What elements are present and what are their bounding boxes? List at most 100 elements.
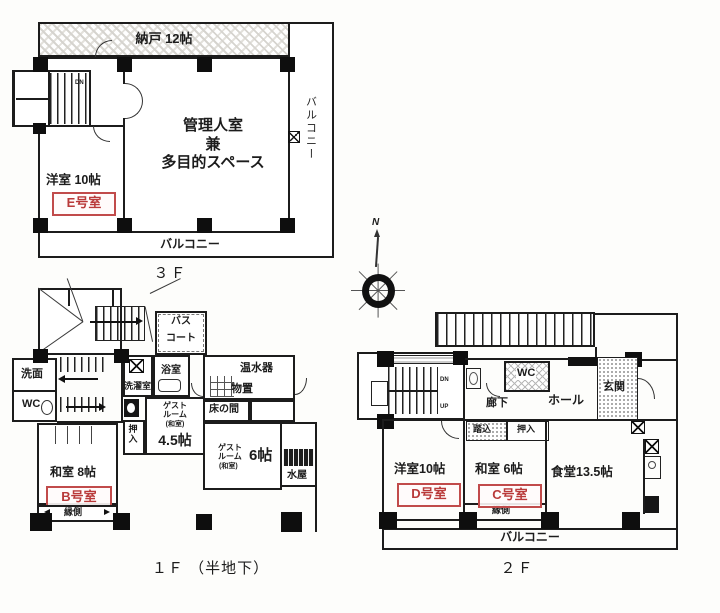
f1-senmen-divider	[12, 390, 57, 392]
column	[622, 512, 640, 530]
arrowhead-left	[58, 375, 65, 383]
f1-monooki-grid	[210, 376, 234, 397]
f2-oshiire	[507, 421, 549, 441]
label-oshiire-1f: 押入	[127, 424, 138, 444]
column	[377, 414, 394, 429]
f2-up-label: UP	[440, 404, 449, 410]
f1-door-arc-back	[295, 378, 307, 395]
arrowhead-right	[136, 317, 143, 325]
f3-room-nando	[38, 22, 290, 57]
kitchen-counter	[643, 439, 645, 514]
column	[197, 218, 212, 233]
f2-hall-top-wall	[465, 358, 570, 360]
label-guest6-3: (和室)	[219, 463, 238, 470]
compass-arrowhead	[374, 229, 380, 237]
label-guest45-1: ゲスト	[163, 401, 187, 410]
compass-n-label: N	[372, 217, 380, 228]
unit-e-badge: E号室	[52, 192, 116, 216]
label-yoshitsu10: 洋室10帖	[394, 462, 446, 476]
label-kanri-2: 兼	[205, 136, 221, 153]
column	[281, 512, 302, 532]
label-wc-1f: WC	[22, 398, 41, 410]
label-guest45-2: ルーム	[163, 410, 187, 419]
f2-door-arc-entrance	[638, 378, 655, 399]
f2-stair-rail	[386, 390, 438, 392]
toilet-icon	[41, 400, 53, 415]
label-oshiire-2f: 押入	[517, 424, 536, 434]
unit-c-badge: C号室	[478, 484, 542, 508]
washbasin-bowl	[469, 372, 478, 385]
washer-icon	[129, 359, 144, 373]
label-kanri-3: 多目的スペース	[161, 154, 265, 171]
f2-dn-label: DN	[440, 377, 449, 383]
column	[30, 513, 52, 531]
floor-label-3f: ３Ｆ	[153, 265, 188, 282]
f2-outer-bottom	[382, 548, 678, 550]
label-washitsu6: 和室 6帖	[475, 462, 523, 476]
label-bath-court-2: コート	[166, 333, 196, 344]
label-engawa-2f: 縁側	[492, 505, 511, 515]
floor-label-1f: １Ｆ （半地下）	[151, 560, 270, 577]
floor-label-2f: ２Ｆ	[500, 560, 535, 577]
label-guest45-3: (和室)	[165, 421, 185, 428]
column	[453, 351, 468, 365]
f1-door-arc-corridor	[191, 383, 203, 397]
f3-stair-treads	[50, 73, 89, 124]
f1-hall-bottom	[57, 421, 123, 423]
washstand-bowl	[127, 403, 135, 413]
f2-stair-window	[392, 355, 460, 364]
label-bath-court-1: バス	[171, 316, 191, 327]
label-balcony-right-3f: バルコニー	[304, 96, 317, 161]
compass-ring	[362, 274, 395, 308]
f3-stair-divider	[48, 72, 50, 125]
unit-d-badge: D号室	[397, 483, 461, 507]
label-genkan: 玄関	[602, 381, 626, 394]
compass-needle	[374, 236, 379, 268]
washbasin-icon	[466, 368, 481, 389]
label-yokushitsu: 浴室	[161, 365, 181, 376]
f1-arrow-left	[64, 378, 98, 380]
label-washitsu8: 和室 8帖	[50, 465, 97, 479]
label-rouka: 廊下	[486, 397, 508, 409]
label-fumikomi: 踏込	[472, 424, 493, 435]
column	[117, 218, 132, 233]
column	[377, 351, 394, 367]
f1-oshiire	[123, 420, 145, 455]
f1-winder-divider	[112, 288, 114, 306]
f2-genkan-top	[640, 359, 678, 361]
f3-dn-label: DN	[75, 80, 84, 86]
label-senmen: 洗面	[21, 368, 43, 380]
label-nando: 納戸 12帖	[135, 31, 193, 46]
column	[33, 123, 46, 134]
kitchen-stove	[645, 496, 659, 513]
label-balcony-bottom-3f: バルコニー	[160, 237, 220, 251]
column	[379, 512, 397, 529]
f1-arrow-right	[66, 406, 100, 408]
label-balcony-2f: バルコニー	[500, 530, 560, 544]
label-mizuya: 水屋	[287, 470, 307, 481]
arrowhead-right	[99, 403, 106, 411]
arrowhead-right	[104, 509, 110, 515]
f2-wall-yoshitsu-washitsu	[463, 421, 465, 520]
label-monooki: 物置	[231, 383, 253, 395]
label-wc-2f: WC	[516, 367, 537, 380]
bathtub-icon	[158, 379, 181, 392]
column	[280, 218, 295, 233]
f1-mizuya-shelf	[283, 449, 314, 466]
f1-stair-slant	[144, 306, 154, 342]
label-tokonoma: 床の間	[209, 404, 239, 415]
f1-board-lines	[55, 426, 103, 444]
column	[459, 512, 477, 529]
f2-stair-landing	[371, 381, 388, 406]
column	[280, 57, 295, 72]
f1-room-guest45	[145, 397, 205, 455]
kitchen-xbox	[631, 421, 645, 434]
f1-closet	[250, 400, 295, 422]
f2-exterior-stairs	[435, 312, 595, 347]
f1-bath-court-inner	[158, 314, 204, 352]
f1-stair-run-mid	[60, 357, 104, 372]
kitchen-xbox	[645, 439, 659, 454]
column	[33, 218, 48, 233]
column	[117, 57, 132, 72]
